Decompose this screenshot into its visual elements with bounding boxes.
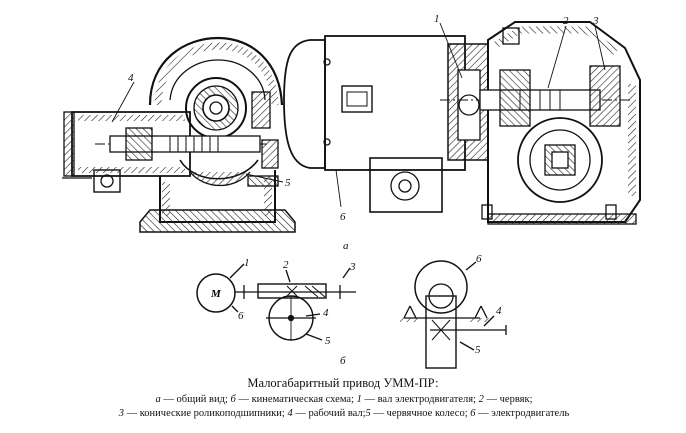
- side-section-view: [62, 36, 296, 233]
- legend-text: — конические роликоподшипники;: [123, 408, 288, 419]
- legend-text: — вал электродвигателя;: [361, 394, 479, 405]
- view-a-label: а: [343, 240, 349, 252]
- legend-text: — червячное колесо;: [370, 408, 471, 419]
- callout-2: 2: [563, 15, 569, 27]
- scheme-callout-1: 1: [244, 257, 250, 269]
- callout-5: 5: [285, 177, 291, 189]
- legend-key: 6: [470, 408, 476, 419]
- legend-text: — рабочий вал;: [292, 408, 366, 419]
- scheme-right-callout-4: 4: [496, 305, 502, 317]
- figure-caption-legend: а — общий вид; б — кинематическая схема;…: [4, 393, 684, 421]
- legend-key: 1: [356, 394, 362, 405]
- legend-key: 3: [118, 408, 124, 419]
- kinematic-scheme-left: [196, 263, 356, 341]
- callout-labels-view-a: 1 2 3 4 5 6: [128, 13, 599, 223]
- legend-key: б: [230, 394, 236, 405]
- figure-caption-title: Малогабаритный привод УММ-ПР:: [247, 376, 439, 390]
- view-b-label: б: [340, 355, 346, 367]
- callout-4: 4: [128, 72, 134, 84]
- legend-text: — кинематическая схема;: [235, 394, 357, 405]
- scheme-callout-2: 2: [283, 259, 289, 271]
- kinematic-scheme-right: [400, 260, 507, 369]
- legend-text: — общий вид;: [160, 394, 231, 405]
- legend-key: 4: [287, 408, 293, 419]
- kinematic-labels-right: 6 4 5: [475, 253, 502, 356]
- scheme-callout-4: 4: [323, 307, 329, 319]
- callout-leaders: [111, 22, 606, 208]
- legend-key: 2: [478, 394, 484, 405]
- legend-key: а: [155, 394, 161, 405]
- callout-3: 3: [592, 15, 599, 27]
- motor-symbol: M: [210, 288, 222, 300]
- callout-6: 6: [340, 211, 346, 223]
- scheme-callout-5: 5: [325, 335, 331, 347]
- callout-1: 1: [434, 13, 440, 25]
- scheme-right-callout-6: 6: [476, 253, 482, 265]
- scheme-callout-6: 6: [238, 310, 244, 322]
- scheme-callout-3: 3: [349, 261, 356, 273]
- general-view: [283, 21, 641, 225]
- legend-text: — червяк;: [483, 394, 533, 405]
- scheme-right-callout-5: 5: [475, 344, 481, 356]
- kinematic-labels-left: M 1 2 3 4 5 6: [210, 257, 356, 347]
- legend-key: 5: [365, 408, 371, 419]
- legend-text: — электродвигатель: [475, 408, 570, 419]
